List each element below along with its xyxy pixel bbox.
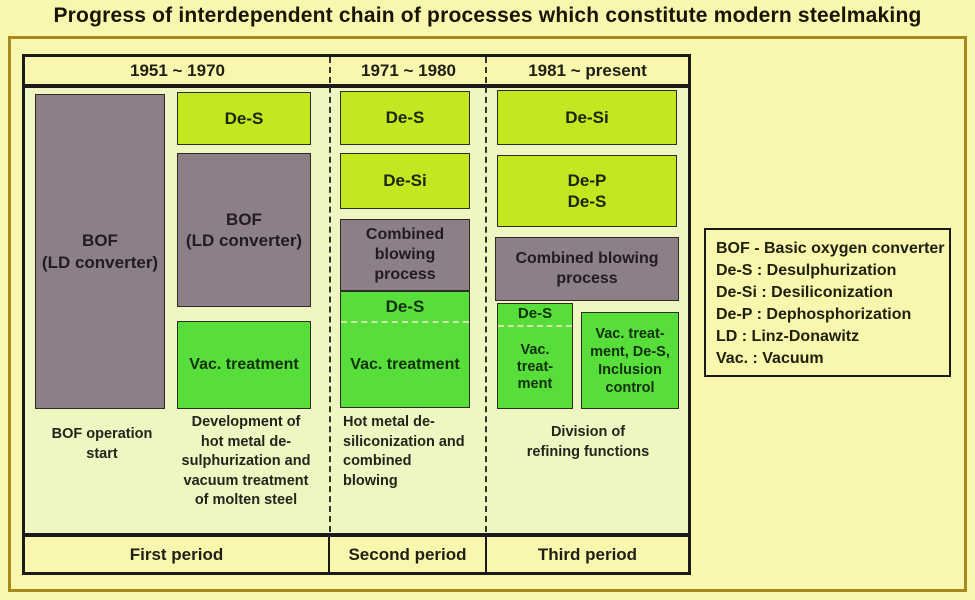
legend-line-de-p: De-P : Dephosphorization	[716, 306, 912, 323]
box-de-s-segment-col2: De-S	[341, 292, 469, 323]
legend-line-de-si: De-Si : Desiliconization	[716, 284, 893, 301]
box-combined-blowing-col2: Combined blowing process	[340, 219, 470, 291]
box-de-si-col3: De-Si	[497, 90, 677, 145]
period-footer-row: First period Second period Third period	[25, 533, 688, 572]
legend-line-ld: LD : Linz-Donawitz	[716, 328, 860, 345]
box-de-s-segment-col3: De-S	[498, 304, 572, 327]
caption-development-desulphurization: Development of hot metal de- sulphurizat…	[181, 414, 311, 508]
header-period-1981-present: 1981 ~ present	[528, 60, 647, 80]
outer-gold-frame	[8, 36, 967, 592]
box-vac-de-s-col2: De-S Vac. treatment	[340, 291, 470, 408]
caption-bof-operation-start: BOF operation start	[51, 426, 153, 462]
box-bof-ld-converter-2: BOF (LD converter)	[177, 153, 311, 307]
box-de-s-col1: De-S	[177, 92, 311, 145]
header-period-1971-1980: 1971 ~ 1980	[360, 60, 456, 80]
legend-box: BOF - Basic oxygen converter De-S : Desu…	[704, 228, 951, 377]
footer-third-period: Third period	[537, 544, 638, 564]
box-de-s-vac-left-col3: De-S Vac. treat- ment	[497, 303, 573, 409]
timeline-panel: 1951 ~ 1970 1971 ~ 1980 1981 ~ present B…	[22, 54, 691, 575]
footer-first-period: First period	[25, 537, 330, 572]
caption-hot-metal-desiliconization: Hot metal de- siliconization and combine…	[343, 414, 465, 489]
box-vac-treatment-col2: Vac. treatment	[350, 356, 460, 373]
box-de-si-col2: De-Si	[340, 153, 470, 209]
diagram-title: Progress of interdependent chain of proc…	[53, 4, 922, 27]
legend-line-vac: Vac. : Vacuum	[716, 350, 824, 367]
box-vac-des-inclusion-col3: Vac. treat- ment, De-S, Inclusion contro…	[581, 312, 679, 409]
column-divider-dashed-1	[329, 57, 331, 532]
footer-second-period: Second period	[330, 537, 487, 572]
header-period-1951-1970: 1951 ~ 1970	[129, 60, 225, 80]
legend-line-bof: BOF - Basic oxygen converter	[716, 240, 945, 257]
caption-division-refining-functions: Division of refining functions	[526, 424, 650, 460]
box-combined-blowing-col3: Combined blowing process	[495, 237, 679, 301]
column-divider-dashed-2	[485, 57, 487, 532]
box-de-s-col2: De-S	[340, 91, 470, 145]
period-header-row: 1951 ~ 1970 1971 ~ 1980 1981 ~ present	[25, 57, 688, 88]
box-de-p-de-s-col3: De-P De-S	[497, 155, 677, 227]
box-vac-treatment-col1: Vac. treatment	[177, 321, 311, 409]
box-vac-treatment-col3: Vac. treat- ment	[516, 342, 554, 392]
box-bof-ld-converter-main: BOF (LD converter)	[35, 94, 165, 409]
legend-line-de-s: De-S : Desulphurization	[716, 262, 897, 279]
